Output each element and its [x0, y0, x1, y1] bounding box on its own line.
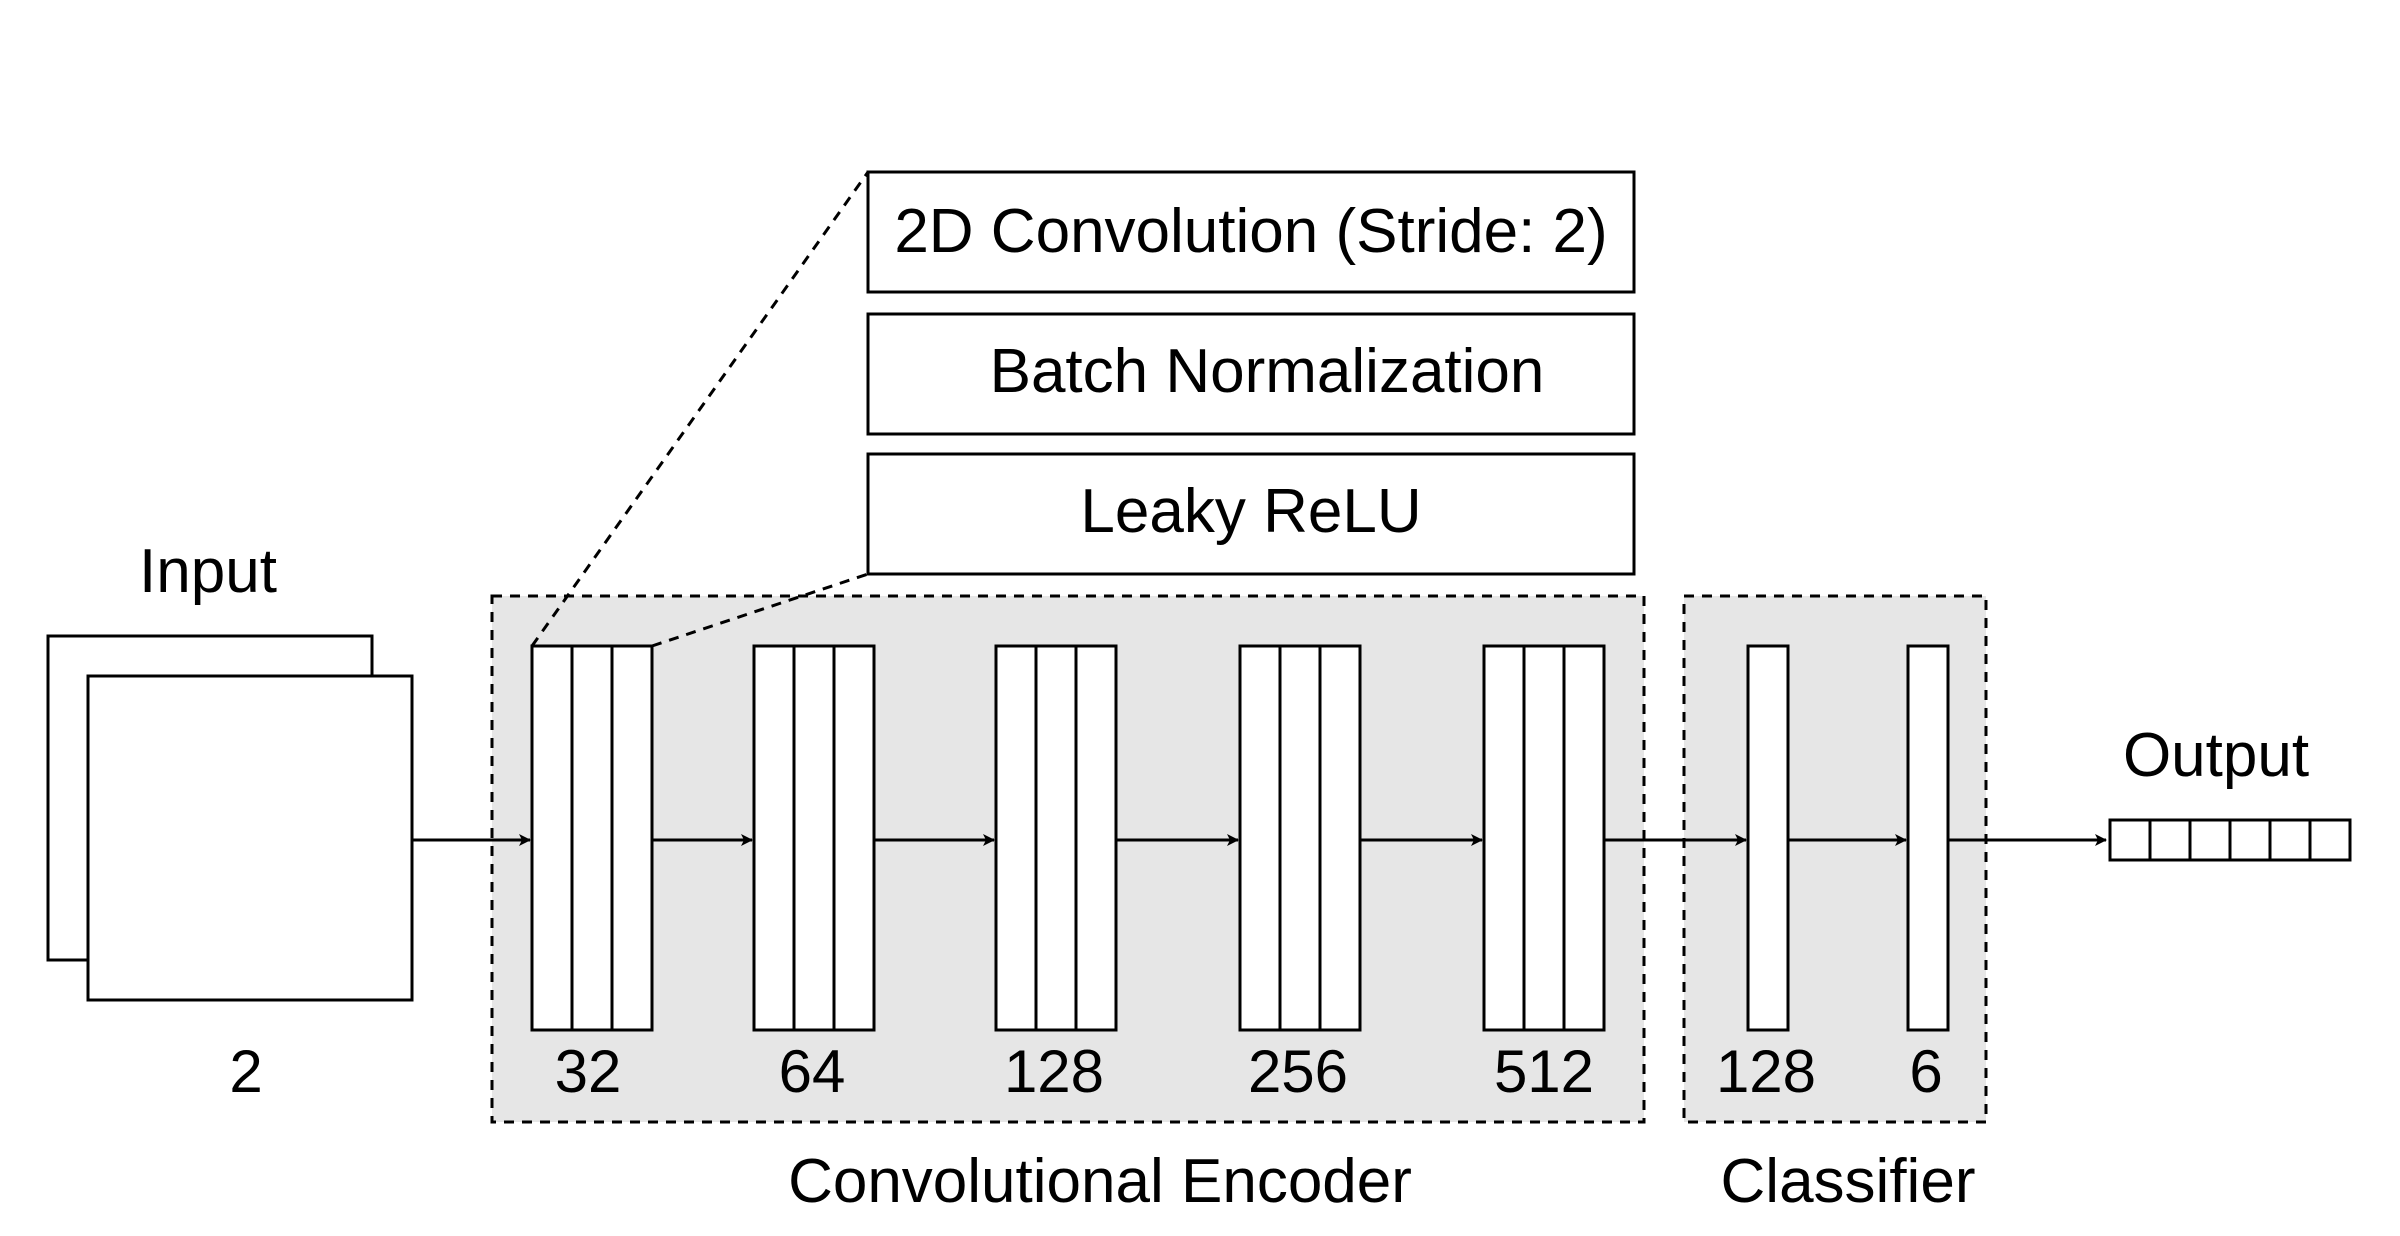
zoom-line-top: [530, 171, 870, 647]
detail-block-leaky-relu-label: Leaky ReLU: [1080, 477, 1421, 546]
detail-block-batchnorm: Batch Normalization: [866, 312, 1636, 436]
zoom-line-bottom: [651, 572, 869, 648]
detail-block-batchnorm-label: Batch Normalization: [990, 337, 1545, 406]
detail-block-leaky-relu: Leaky ReLU: [866, 452, 1636, 576]
encoder-layer-1: 32: [530, 644, 654, 1105]
output-cell: [2228, 818, 2272, 862]
encoder-layer-3: 128: [994, 644, 1118, 1105]
classifier-layer-2: 6: [1906, 644, 1950, 1105]
detail-block-conv: 2D Convolution (Stride: 2): [866, 170, 1636, 294]
detail-block-conv-label: 2D Convolution (Stride: 2): [894, 197, 1607, 266]
encoder-layer-5: 512: [1482, 644, 1606, 1105]
output-vector: [2108, 818, 2352, 862]
encoder-layer-1-channels: 32: [555, 1038, 622, 1105]
encoder-layer-3-channels: 128: [1004, 1038, 1104, 1105]
encoder-layer-4: 256: [1238, 644, 1362, 1105]
encoder-label: Convolutional Encoder: [788, 1147, 1412, 1216]
input-label: Input: [139, 537, 277, 606]
encoder-layer-2: 64: [752, 644, 876, 1105]
output-cell: [2308, 818, 2352, 862]
output-cell: [2148, 818, 2192, 862]
input-channels-label: 2: [229, 1038, 262, 1105]
input-channel-front: [86, 674, 414, 1002]
classifier-layer-1-units: 128: [1716, 1038, 1816, 1105]
output-cell: [2188, 818, 2232, 862]
output-cell: [2108, 818, 2152, 862]
encoder-layer-4-channels: 256: [1248, 1038, 1348, 1105]
classifier-layer-1: 128: [1716, 644, 1816, 1105]
encoder-layer-5-channels: 512: [1494, 1038, 1594, 1105]
classifier-label: Classifier: [1721, 1147, 1976, 1216]
classifier-layer-2-units: 6: [1909, 1038, 1942, 1105]
output-label: Output: [2123, 721, 2309, 790]
output-cell: [2268, 818, 2312, 862]
encoder-layer-2-channels: 64: [779, 1038, 846, 1105]
